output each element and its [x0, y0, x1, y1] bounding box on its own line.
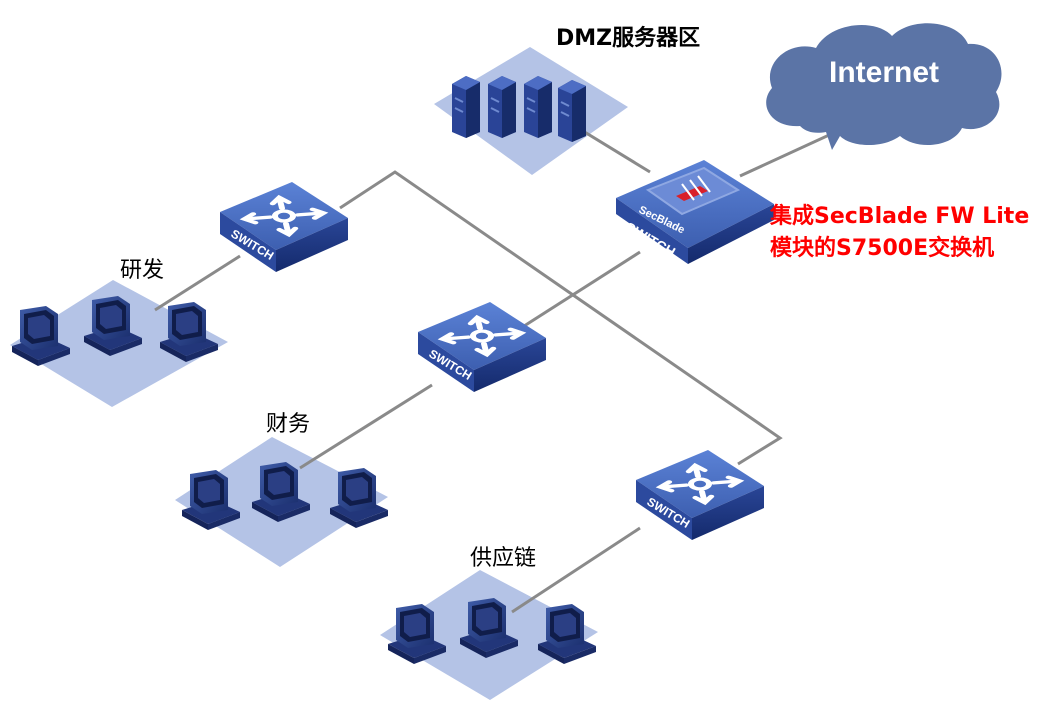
switch-finance: SWITCH: [418, 302, 546, 392]
core-switch-label-line1: 集成SecBlade FW Lite: [770, 204, 1030, 229]
network-links: [154, 126, 841, 614]
link-rnd-zone: [154, 254, 241, 312]
internet-cloud: Internet: [766, 23, 1002, 150]
link-supply-zone: [511, 526, 641, 614]
switch-rnd: SWITCH: [220, 182, 348, 272]
switch-supply: SWITCH: [636, 450, 764, 540]
link-core-internet: [739, 128, 841, 178]
finance-zone-label: 财务: [266, 412, 311, 437]
rnd-zone-label: 研发: [120, 258, 165, 283]
core-switch-s7500e: SecBlade SWITCH: [616, 160, 774, 264]
core-switch-label-line2: 模块的S7500E交换机: [770, 236, 995, 261]
link-finance-zone: [299, 383, 433, 470]
link-mid-switch-core: [509, 250, 641, 337]
link-dmz-core: [577, 126, 651, 174]
supply-zone-label: 供应链: [470, 546, 537, 571]
pcs-supply: [388, 598, 596, 664]
internet-label: Internet: [829, 56, 939, 89]
link-rnd-switch-core: [339, 170, 783, 466]
dmz-zone-label: DMZ服务器区: [556, 26, 701, 51]
